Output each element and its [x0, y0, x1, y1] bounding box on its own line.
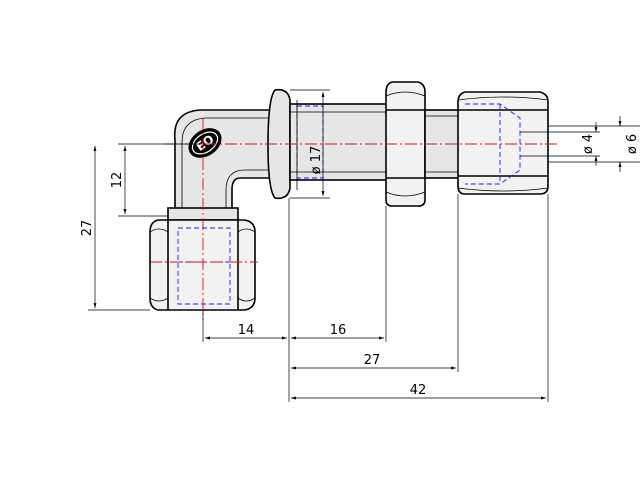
lower-hex-nut — [149, 219, 256, 311]
right-hex-nut — [457, 91, 549, 195]
dimension-16: 16 — [330, 323, 347, 338]
dimension-14: 14 — [238, 323, 255, 338]
eo-logo: EO — [188, 128, 222, 158]
dimension-42: 42 — [410, 383, 427, 398]
dimension-27-horizontal: 27 — [364, 353, 381, 368]
dimension-dia-17: ø 17 — [309, 146, 324, 175]
dimension-12: 12 — [110, 172, 125, 189]
dimension-lines — [88, 89, 640, 402]
dimension-dia-6: ø 6 — [625, 134, 640, 154]
centerlines — [150, 118, 560, 320]
dimension-27-vertical: 27 — [80, 220, 95, 237]
dimension-dia-4: ø 4 — [581, 134, 596, 154]
